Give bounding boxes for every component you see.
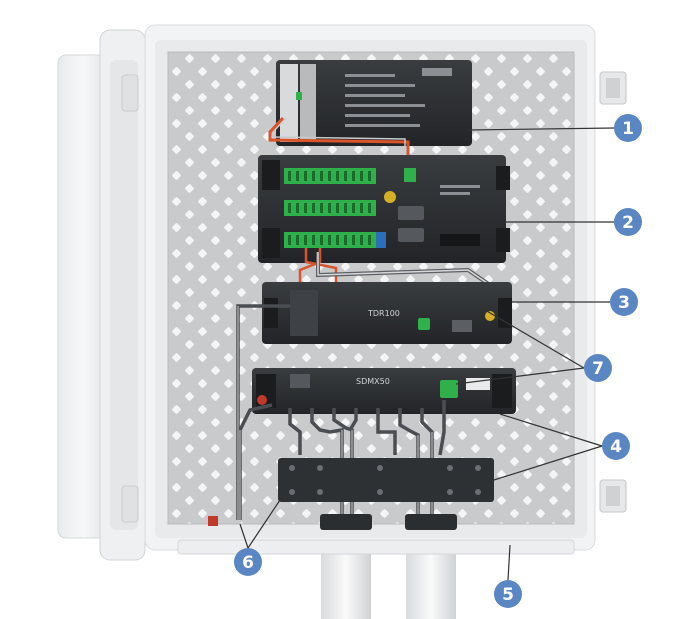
enclosure-door — [57, 29, 146, 561]
device-datalogger — [258, 155, 510, 263]
callout-1: 1 — [614, 114, 642, 142]
datalogger-battery-indicator — [384, 191, 396, 203]
callout-7: 7 — [584, 354, 612, 382]
device-sdmx50: SDMX50 — [252, 368, 516, 414]
door-hinge-top — [121, 74, 139, 112]
svg-text:3: 3 — [618, 293, 630, 313]
svg-text:4: 4 — [610, 437, 622, 457]
grounding-bar — [278, 458, 494, 502]
callouts: 1 2 3 4 5 6 7 — [234, 114, 642, 608]
device-tdr100: TDR100 — [262, 282, 512, 344]
callout-2: 2 — [614, 208, 642, 236]
svg-text:7: 7 — [592, 359, 604, 379]
callout-5: 5 — [494, 580, 522, 608]
callout-4: 4 — [602, 432, 630, 460]
svg-text:5: 5 — [502, 585, 514, 605]
wire-power — [268, 116, 410, 172]
enclosure-bottom-flange — [177, 539, 575, 555]
svg-text:6: 6 — [242, 553, 254, 573]
tdr-connector — [485, 311, 495, 321]
sdm-label: SDMX50 — [356, 377, 390, 386]
leader-lines — [239, 127, 615, 581]
svg-text:2: 2 — [622, 213, 634, 233]
wire-datalogger-to-tdr — [304, 248, 338, 285]
door-hinge-bottom — [121, 485, 139, 523]
device-power-module — [276, 60, 472, 146]
tdr-label: TDR100 — [367, 309, 400, 318]
callout-6: 6 — [234, 548, 262, 576]
callout-3: 3 — [610, 288, 638, 316]
svg-text:1: 1 — [622, 119, 634, 139]
